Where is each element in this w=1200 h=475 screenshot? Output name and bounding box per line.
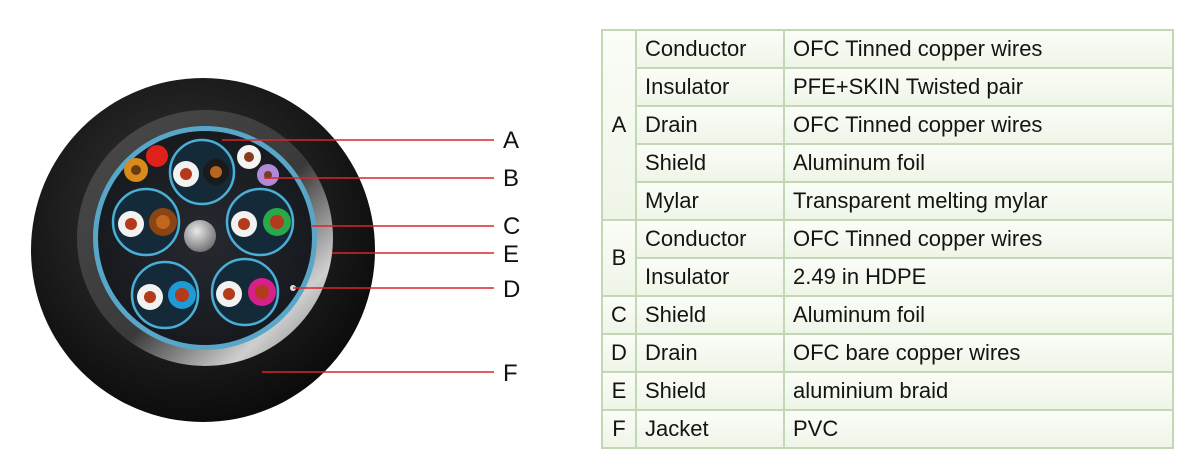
group-letter-cell: F <box>601 409 637 449</box>
material-cell: aluminium braid <box>783 371 1174 411</box>
layer-name-cell: Drain <box>635 105 785 145</box>
layer-name-cell: Mylar <box>635 181 785 221</box>
wire-lavender-center <box>264 171 272 179</box>
callout-label-d: D <box>503 276 520 303</box>
layer-name-cell: Drain <box>635 333 785 373</box>
layer-name-cell: Shield <box>635 371 785 411</box>
twisted-pair <box>225 187 295 257</box>
material-cell: Aluminum foil <box>783 143 1174 183</box>
callout-label-e: E <box>503 241 519 268</box>
center-filler <box>184 220 216 252</box>
wire-orange-center <box>131 165 141 175</box>
twisted-pair <box>210 257 280 327</box>
wire-red <box>146 145 168 167</box>
group-letter-cell: C <box>601 295 637 335</box>
material-cell: OFC Tinned copper wires <box>783 219 1174 259</box>
material-cell: OFC Tinned copper wires <box>783 105 1174 145</box>
layer-name-cell: Shield <box>635 143 785 183</box>
material-cell: PFE+SKIN Twisted pair <box>783 67 1174 107</box>
group-letter-cell: E <box>601 371 637 411</box>
material-cell: 2.49 in HDPE <box>783 257 1174 297</box>
callout-label-f: F <box>503 360 518 387</box>
callout-label-a: A <box>503 127 519 154</box>
layer-name-cell: Insulator <box>635 67 785 107</box>
callout-lines <box>222 139 494 373</box>
material-cell: Transparent melting mylar <box>783 181 1174 221</box>
twisted-pair <box>130 260 200 330</box>
callout-label-b: B <box>503 165 519 192</box>
material-cell: OFC bare copper wires <box>783 333 1174 373</box>
twisted-pair <box>111 187 181 257</box>
layer-name-cell: Conductor <box>635 29 785 69</box>
twisted-pair <box>168 138 236 206</box>
material-cell: OFC Tinned copper wires <box>783 29 1174 69</box>
material-cell: PVC <box>783 409 1174 449</box>
group-letter-cell: D <box>601 333 637 373</box>
material-cell: Aluminum foil <box>783 295 1174 335</box>
group-letter-cell: B <box>601 219 637 297</box>
layer-name-cell: Conductor <box>635 219 785 259</box>
layer-name-cell: Jacket <box>635 409 785 449</box>
callout-label-c: C <box>503 213 520 240</box>
group-letter-cell: A <box>601 29 637 221</box>
layer-name-cell: Insulator <box>635 257 785 297</box>
layer-name-cell: Shield <box>635 295 785 335</box>
wire-white-center <box>244 152 254 162</box>
cable-cross-section-diagram: A B C E D F <box>31 78 520 422</box>
